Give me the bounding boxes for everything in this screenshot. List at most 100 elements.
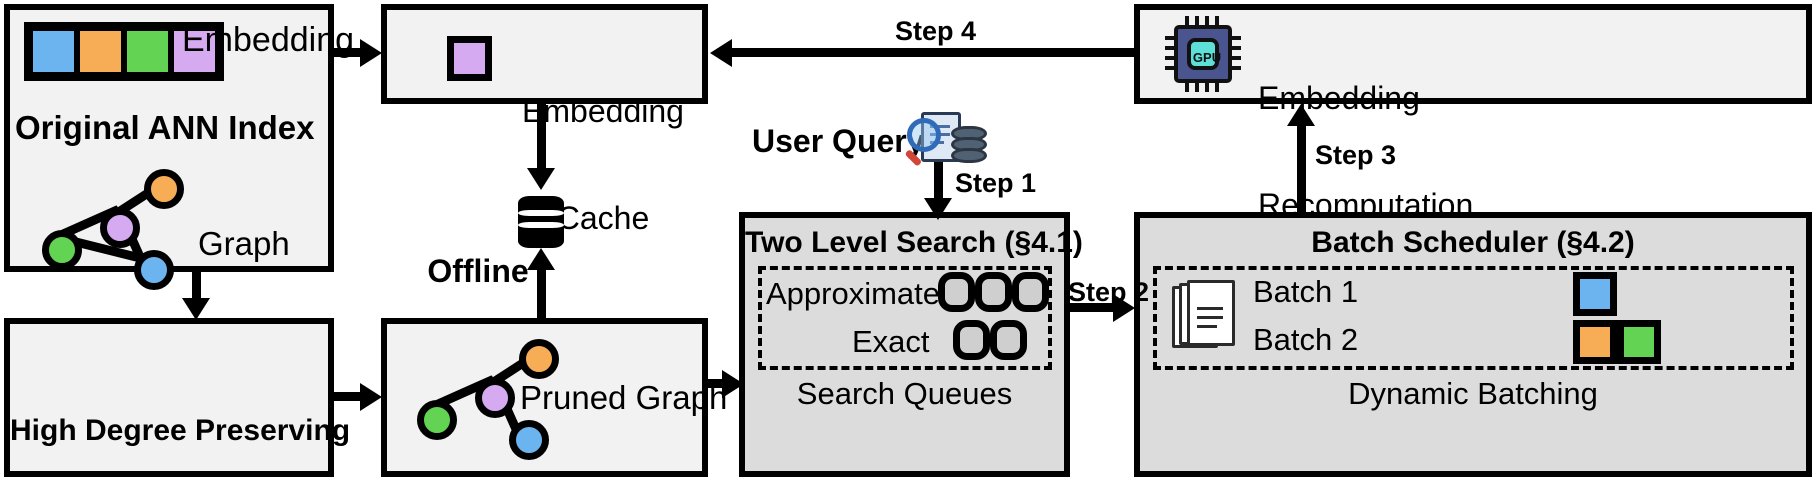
gpu-pin (1215, 16, 1219, 28)
step-2-label: Step 2 (1068, 277, 1150, 307)
exact-queue-cell (953, 320, 990, 360)
gpu-pin (1215, 80, 1219, 92)
graph-node-green (417, 400, 457, 440)
exact-row-label: Exact (852, 324, 930, 359)
arrow-cache-to-storage (537, 104, 546, 170)
graph-pruning-title-line1: High Degree Preserving (10, 413, 351, 447)
original-index-graph (40, 168, 184, 290)
gpu-pin (1195, 16, 1199, 28)
recomputation-server-title-line1: Embedding (1258, 79, 1420, 116)
graph-node-orange (519, 339, 559, 379)
search-queues-dashed-region (758, 266, 1052, 370)
step-4-label: Step 4 (895, 16, 977, 46)
arrow-head-cache-to-storage (527, 168, 555, 190)
document-line (1197, 316, 1223, 319)
batch-2-label: Batch 2 (1253, 322, 1359, 357)
batch-1-swatch-blue (1573, 272, 1617, 316)
database-coin (951, 148, 987, 163)
document-sheet-front (1187, 280, 1235, 346)
arrow-head-pruning-to-pruned (360, 383, 382, 411)
embedding-swatch-green (124, 28, 171, 75)
graph-node-orange (144, 169, 184, 209)
document-line (1197, 307, 1223, 310)
dynamic-batching-dashed-region (1153, 266, 1794, 370)
approximate-queue-cell (1012, 272, 1049, 312)
pruned-graph-label: Pruned Graph (520, 379, 728, 416)
query-document-line (930, 125, 950, 128)
arrow-head-pruned-to-search (722, 370, 744, 398)
gpu-chip-core: GPU (1187, 38, 1221, 70)
dynamic-batching-caption: Dynamic Batching (1348, 376, 1598, 411)
arrow-head-step1 (924, 198, 952, 220)
gpu-pin (1185, 16, 1189, 28)
search-queues-caption: Search Queues (796, 376, 1013, 411)
arrow-step3 (1297, 122, 1306, 212)
batch-scheduler-title: Batch Scheduler (§4.2) (1311, 226, 1635, 259)
user-query-label: User Query (752, 123, 925, 159)
arrow-step1 (934, 162, 943, 204)
gpu-pin (1165, 56, 1177, 60)
step-3-label: Step 3 (1315, 140, 1397, 170)
embedding-swatch-orange (77, 28, 124, 75)
gpu-chip-text: GPU (1192, 50, 1222, 65)
database-gap (518, 210, 564, 216)
pruned-graph-visual (415, 338, 559, 460)
graph-node-purple (100, 208, 140, 248)
magnifier-lens-icon (907, 118, 941, 152)
embedding-swatch-purple (171, 28, 218, 75)
embedding-swatch-strip (24, 22, 224, 81)
magnifier-handle (904, 149, 923, 167)
arrow-head-step4 (710, 39, 732, 67)
approximate-row-label: Approximate (766, 276, 941, 311)
database-gap (518, 222, 564, 228)
documents-icon (1172, 280, 1236, 356)
gpu-pin (1195, 80, 1199, 92)
batch-2-swatch-green (1617, 320, 1661, 364)
gpu-pin (1165, 66, 1177, 70)
arrow-head-index-to-pruning (182, 298, 210, 320)
original-ann-index-title: Original ANN Index (15, 109, 315, 146)
graph-pruning-panel (4, 318, 334, 477)
embedding-cache-swatch (447, 36, 492, 81)
embedding-cache-title-line2: Cache (556, 200, 650, 237)
batch-scheduler-panel (1134, 212, 1812, 477)
document-line (1197, 325, 1217, 328)
arrow-step4 (730, 48, 1134, 57)
gpu-pin (1229, 36, 1241, 40)
arrow-index-to-pruning (192, 272, 201, 302)
graph-node-purple (475, 378, 515, 418)
embedding-cache-panel (381, 4, 708, 104)
database-icon (518, 196, 564, 248)
embedding-label: Embedding (182, 21, 355, 59)
batch-2-swatch-orange (1573, 320, 1617, 364)
gpu-pin (1165, 36, 1177, 40)
arrow-pruned-to-search (708, 379, 730, 388)
step-1-label: Step 1 (955, 168, 1037, 198)
two-level-search-panel (739, 212, 1070, 477)
arrow-pruning-to-pruned (334, 392, 362, 401)
gpu-chip-body: GPU (1174, 25, 1232, 83)
arrow-head-pruned-to-storage (527, 248, 555, 270)
two-level-search-title: Two Level Search (§4.1) (745, 226, 1083, 259)
arrow-index-to-cache (334, 48, 362, 57)
gpu-pin (1229, 56, 1241, 60)
document-search-icon (904, 108, 989, 168)
gpu-pin (1229, 66, 1241, 70)
embedding-swatch-blue (30, 28, 77, 75)
gpu-chip-icon: GPU (1163, 14, 1243, 94)
graph-node-blue (134, 250, 174, 290)
graph-label: Graph (198, 225, 290, 262)
embedding-cache-title-line1: Embedding (522, 92, 684, 129)
gpu-pin (1229, 46, 1241, 50)
approximate-queue-cell (975, 272, 1012, 312)
embedding-cache-title: Embedding Cache (508, 22, 698, 309)
arrow-head-step2 (1113, 294, 1135, 322)
exact-queue-cell (990, 320, 1027, 360)
arrow-step2 (1070, 303, 1120, 312)
approximate-queue-cell (938, 272, 975, 312)
arrow-pruned-to-storage (537, 258, 546, 320)
batch-1-label: Batch 1 (1253, 274, 1359, 309)
recomputation-server-panel (1134, 4, 1812, 104)
arrow-head-step3 (1287, 104, 1315, 126)
